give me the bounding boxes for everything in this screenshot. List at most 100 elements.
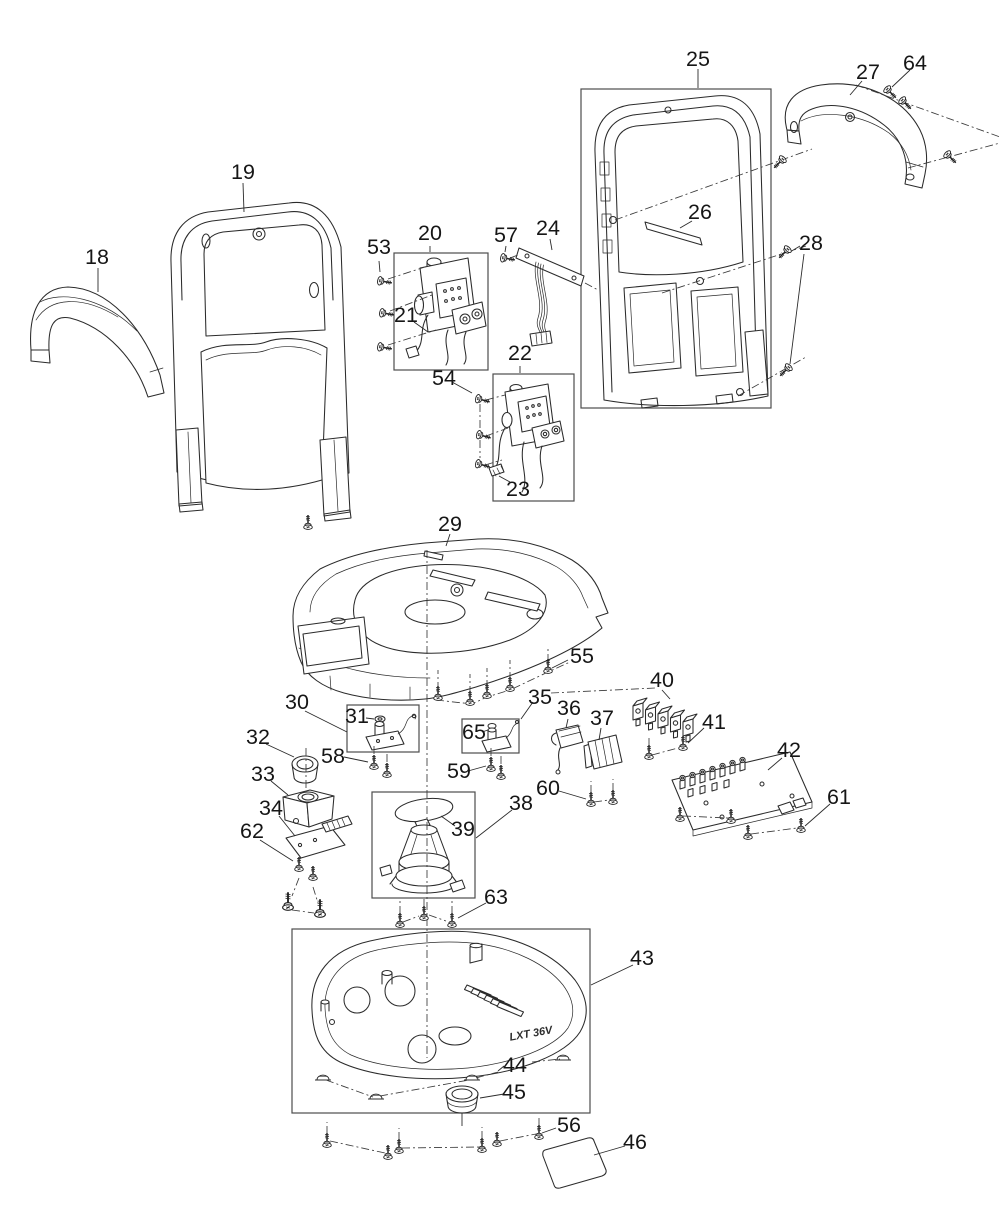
box-part-38 bbox=[371, 791, 476, 899]
part-label-41: 41 bbox=[702, 710, 726, 734]
wire-23 bbox=[493, 427, 506, 471]
box-part-25 bbox=[580, 88, 772, 409]
screw-icon bbox=[643, 744, 655, 761]
part-37-connector-holder bbox=[583, 734, 623, 770]
part-label-33: 33 bbox=[251, 762, 275, 786]
screw-icon bbox=[499, 252, 517, 265]
part-label-34: 34 bbox=[259, 796, 283, 820]
screw-icon bbox=[607, 789, 619, 806]
part-label-45: 45 bbox=[502, 1080, 526, 1104]
screw-icon bbox=[302, 514, 314, 531]
part-label-19: 19 bbox=[231, 160, 255, 184]
screw-icon bbox=[293, 856, 305, 873]
part-40-terminal-block bbox=[632, 697, 698, 743]
screw-icon bbox=[376, 341, 394, 354]
part-27-handle-cover bbox=[784, 83, 928, 189]
screw-icon bbox=[795, 817, 807, 834]
part-33-holder-block bbox=[282, 789, 335, 828]
part-label-38: 38 bbox=[509, 791, 533, 815]
box-part-22 bbox=[492, 373, 575, 502]
screw-icon bbox=[742, 824, 754, 841]
screw-icon bbox=[585, 791, 597, 808]
part-label-55: 55 bbox=[570, 644, 594, 668]
part-32-grommet bbox=[291, 755, 319, 784]
box-part-20 bbox=[393, 252, 489, 371]
screw-icon bbox=[941, 148, 960, 167]
part-label-53: 53 bbox=[367, 235, 391, 259]
part-label-46: 46 bbox=[623, 1130, 647, 1154]
foot-icon bbox=[367, 1093, 385, 1100]
screw-icon bbox=[495, 764, 507, 781]
part-label-36: 36 bbox=[557, 696, 581, 720]
box-part-31 bbox=[346, 704, 420, 753]
part-label-23: 23 bbox=[506, 477, 530, 501]
part-18-handle bbox=[30, 286, 165, 398]
screw-icon bbox=[674, 806, 686, 823]
part-36-switch bbox=[550, 724, 584, 775]
box-part-43 bbox=[291, 928, 591, 1114]
screw-icon bbox=[321, 1132, 333, 1149]
part-label-26: 26 bbox=[688, 200, 712, 224]
part-29-main-base: Makita bbox=[292, 538, 609, 701]
part-label-18: 18 bbox=[85, 245, 109, 269]
part-label-39: 39 bbox=[451, 817, 475, 841]
part-42-controller-board bbox=[671, 751, 813, 837]
screw-icon bbox=[446, 912, 458, 929]
screw-icon bbox=[504, 676, 516, 693]
makita-logo: Makita bbox=[314, 637, 353, 656]
part-label-35: 35 bbox=[528, 685, 552, 709]
part-label-30: 30 bbox=[285, 690, 309, 714]
part-label-61: 61 bbox=[827, 785, 851, 809]
screw-icon bbox=[307, 865, 319, 882]
part-24-led-board bbox=[515, 247, 585, 347]
screw-icon bbox=[368, 754, 380, 771]
part-label-37: 37 bbox=[590, 706, 614, 730]
part-label-59: 59 bbox=[447, 759, 471, 783]
part-label-32: 32 bbox=[246, 725, 270, 749]
part-label-22: 22 bbox=[508, 341, 532, 365]
part-label-25: 25 bbox=[686, 47, 710, 71]
screw-icon bbox=[394, 912, 406, 929]
part-34-terminal-board bbox=[285, 815, 353, 859]
foot-icon bbox=[554, 1054, 572, 1061]
screw-icon bbox=[376, 275, 394, 288]
part-31-sensor bbox=[365, 713, 417, 751]
part-43-bottom-tray: LXT 36V bbox=[311, 930, 587, 1080]
screw-icon bbox=[481, 683, 493, 700]
alignment-axes bbox=[291, 84, 1000, 1154]
part-label-20: 20 bbox=[418, 221, 442, 245]
part-label-40: 40 bbox=[650, 668, 674, 692]
screw-icon bbox=[776, 361, 795, 380]
screw-icon bbox=[474, 429, 493, 443]
part-label-60: 60 bbox=[536, 776, 560, 800]
part-label-21: 21 bbox=[394, 303, 418, 327]
part-46-pad bbox=[542, 1137, 607, 1189]
part-label-58: 58 bbox=[321, 744, 345, 768]
screw-icon bbox=[393, 1138, 405, 1155]
screw-icon bbox=[473, 393, 492, 407]
part-label-31: 31 bbox=[345, 704, 369, 728]
part-26-slot bbox=[644, 221, 703, 246]
part-label-28: 28 bbox=[799, 231, 823, 255]
part-label-44: 44 bbox=[503, 1053, 527, 1077]
part-label-24: 24 bbox=[536, 216, 560, 240]
box-part-65 bbox=[461, 718, 520, 754]
part-label-57: 57 bbox=[494, 223, 518, 247]
part-label-65: 65 bbox=[462, 720, 486, 744]
screw-icon bbox=[476, 1137, 488, 1154]
foot-icon bbox=[314, 1074, 332, 1081]
callout-boxes bbox=[291, 88, 772, 1114]
screw-icon bbox=[381, 762, 393, 779]
part-label-29: 29 bbox=[438, 512, 462, 536]
screw-icon bbox=[464, 690, 476, 707]
part-label-27: 27 bbox=[856, 60, 880, 84]
part-number-labels: 18 19 20 21 22 23 24 25 26 27 28 29 30 3… bbox=[85, 47, 927, 1154]
part-label-43: 43 bbox=[630, 946, 654, 970]
part-label-64: 64 bbox=[903, 51, 927, 75]
part-label-62: 62 bbox=[240, 819, 264, 843]
part-label-63: 63 bbox=[484, 885, 508, 909]
screw-icon bbox=[491, 1131, 503, 1148]
screw-icon bbox=[281, 891, 295, 912]
